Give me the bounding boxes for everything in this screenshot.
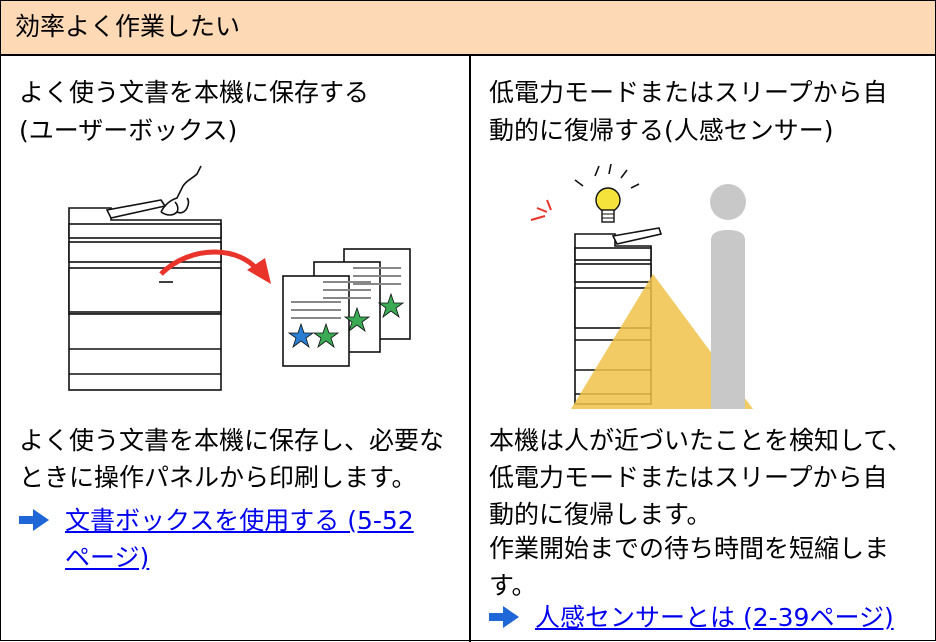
motion-sensor-link[interactable]: 人感センサーとは (2-39ページ) [535,603,894,632]
column-title: 低電力モードまたはスリープから自 動的に復帰する(人感センサー) [489,74,888,150]
document-box-link-continued[interactable]: ページ) [65,543,150,572]
section-header: 効率よく作業したい [1,1,935,56]
star-icon [287,292,405,349]
description: よく使う文書を本機に保存し、必要な ときに操作パネルから印刷します。 [19,422,444,496]
note-line: す。 [489,571,537,600]
printer-icon [68,199,222,391]
lightbulb-icon [574,164,640,223]
document-box-link[interactable]: 文書ボックスを使用する (5-52 [65,506,414,535]
note: 作業開始までの待ち時間を短縮しま す。 [489,530,889,604]
right-arrow-icon [19,509,49,531]
user-box-illustration [68,165,411,391]
column-title: よく使う文書を本機に保存する (ユーザーボックス) [19,74,369,150]
section-title: 効率よく作業したい [15,12,241,41]
description-line: 動的に復帰します。 [489,500,712,529]
title-line: (ユーザーボックス) [19,116,238,145]
note-line: 作業開始までの待ち時間を短縮しま [489,534,890,563]
description-line: よく使う文書を本機に保存し、必要な [19,426,445,455]
description-line: ときに操作パネルから印刷します。 [19,463,417,492]
column-user-box: よく使う文書を本機に保存する (ユーザーボックス) [1,56,469,642]
alert-marks-icon [530,199,552,221]
sensor-cone [571,274,753,409]
link-row-continued: ページ) [65,539,149,576]
right-arrow-icon [489,606,519,628]
link-row: 文書ボックスを使用する (5-52 [19,502,414,539]
column-motion-sensor: 低電力モードまたはスリープから自 動的に復帰する(人感センサー) [471,56,935,642]
title-line: よく使う文書を本機に保存する [19,78,370,107]
title-line: 動的に復帰する(人感センサー) [489,116,834,145]
description-line: 本機は人が近づいたことを検知して、 [489,426,913,455]
person-silhouette-icon [710,184,746,409]
description-line: 低電力モードまたはスリープから自 [489,463,888,492]
link-row: 人感センサーとは (2-39ページ) [489,599,894,636]
motion-sensor-illustration [530,164,753,409]
description: 本機は人が近づいたことを検知して、 低電力モードまたはスリープから自 動的に復帰… [489,422,912,533]
curved-arrow-icon [159,249,271,284]
column-divider [469,56,471,642]
title-line: 低電力モードまたはスリープから自 [489,78,888,107]
hand-press-icon [160,165,202,216]
document-lines [291,267,401,319]
